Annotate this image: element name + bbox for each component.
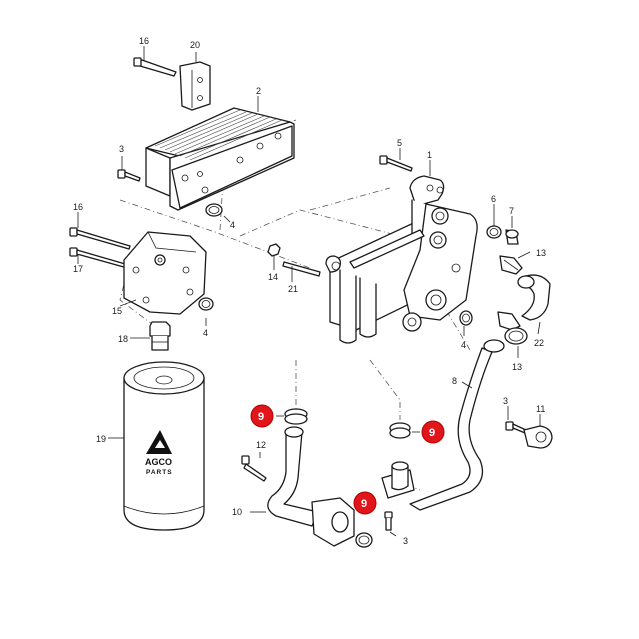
label-4-manifold: 4 xyxy=(461,340,466,350)
part-seal-manifold xyxy=(459,310,473,326)
highlight-callout-9c[interactable]: 9 xyxy=(353,491,377,515)
part-manifold-housing xyxy=(325,175,478,344)
label-19: 19 xyxy=(96,434,106,444)
logo-parts: PARTS xyxy=(146,469,173,476)
label-7: 7 xyxy=(509,206,514,216)
part-bolt-top xyxy=(133,57,177,77)
label-10: 10 xyxy=(232,507,242,517)
part-seal-9a xyxy=(284,408,308,425)
part-bracket xyxy=(179,61,211,111)
label-13-upper: 13 xyxy=(536,248,546,258)
label-21: 21 xyxy=(288,284,298,294)
part-seal-9b xyxy=(389,422,411,439)
part-bolt-12 xyxy=(241,455,267,482)
label-5: 5 xyxy=(397,138,402,148)
label-6: 6 xyxy=(491,194,496,204)
label-16-top: 16 xyxy=(139,36,149,46)
highlight-callout-9b[interactable]: 9 xyxy=(421,420,445,444)
label-12: 12 xyxy=(256,440,266,450)
label-14: 14 xyxy=(268,272,278,282)
callout-labels: 16 20 2 3 4 16 17 15 4 18 19 14 21 5 1 6… xyxy=(73,36,546,546)
part-bolt-clip xyxy=(505,421,527,434)
part-pipe-10 xyxy=(267,426,355,547)
part-long-bolts xyxy=(69,227,133,270)
logo-agco: AGCO xyxy=(145,457,172,467)
label-11: 11 xyxy=(536,404,545,414)
label-2: 2 xyxy=(256,86,261,96)
label-3-cooler: 3 xyxy=(119,144,124,154)
label-1: 1 xyxy=(427,150,432,160)
part-flange xyxy=(381,461,415,531)
part-stud xyxy=(282,261,321,277)
part-hose-22 xyxy=(517,274,551,321)
label-4-cooler: 4 xyxy=(230,220,235,230)
part-bolt-cooler xyxy=(117,169,141,182)
part-filter-head xyxy=(123,231,207,315)
label-3-clip: 3 xyxy=(503,396,508,406)
part-bolt-manifold xyxy=(379,155,413,172)
part-seal-head xyxy=(198,297,214,311)
label-22: 22 xyxy=(534,338,544,348)
part-nipple xyxy=(149,321,171,351)
part-nut xyxy=(267,243,281,257)
label-8: 8 xyxy=(452,376,457,386)
label-13-lower: 13 xyxy=(512,362,522,372)
label-9c: 9 xyxy=(361,498,367,510)
part-clamp-lower xyxy=(497,311,528,345)
leader-lines xyxy=(77,46,541,537)
part-plug-7 xyxy=(505,229,519,245)
part-oil-cooler xyxy=(145,107,295,211)
label-4-head: 4 xyxy=(203,328,208,338)
label-18: 18 xyxy=(118,334,128,344)
part-seal-pipe xyxy=(355,532,373,548)
highlight-callout-9a[interactable]: 9 xyxy=(250,404,274,428)
part-pipe-8 xyxy=(409,339,505,511)
label-3-flange: 3 xyxy=(403,536,408,546)
part-clamp-upper xyxy=(499,255,523,275)
label-9a: 9 xyxy=(258,411,264,423)
part-oil-filter xyxy=(123,361,205,531)
label-20: 20 xyxy=(190,40,200,50)
label-15: 15 xyxy=(112,306,122,316)
part-seal-cooler xyxy=(205,203,223,217)
label-17: 17 xyxy=(73,264,83,274)
label-9b: 9 xyxy=(429,427,435,439)
part-seal-6 xyxy=(486,225,502,239)
part-clip-11 xyxy=(523,425,553,449)
label-16-left: 16 xyxy=(73,202,83,212)
